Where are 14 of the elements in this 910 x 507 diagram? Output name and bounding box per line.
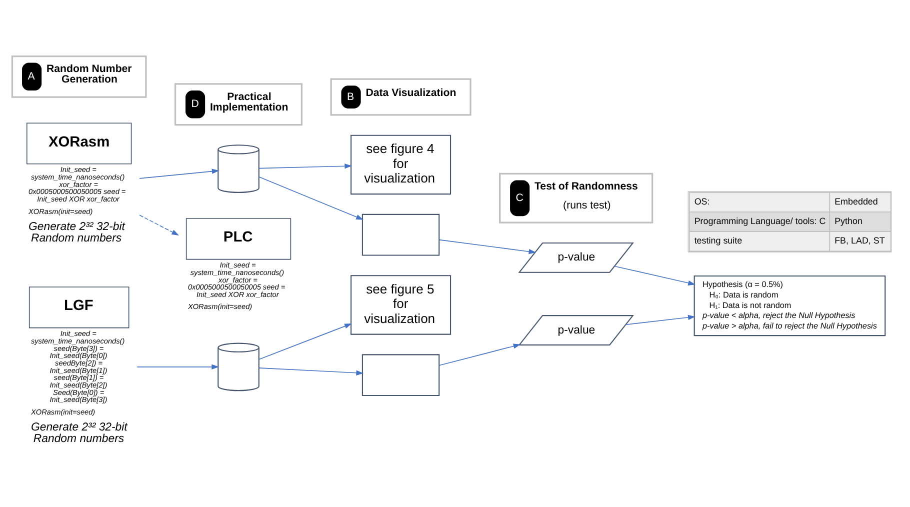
label: OS: — [694, 196, 710, 206]
node-label: XORasm(init=seed) — [28, 206, 93, 216]
label: Programming Language/ tools: C — [694, 216, 826, 226]
label: FB, LAD, ST — [834, 235, 885, 246]
node-label: Generate 2³² 32-bit Random numbers — [28, 220, 125, 244]
label: testing suite — [694, 235, 742, 246]
node-label: XORasm(init=seed) — [30, 406, 96, 416]
label: Embedded — [834, 196, 878, 206]
node-label: Generate 2³² 32-bit Random numbers — [30, 421, 128, 445]
node-label: Init_seed = system_time_nanoseconds() xor_factor = 0x0005000500050005 seed = Init_seed XOR xor_factor — [188, 260, 286, 298]
node-label: XORasm(init=seed) — [188, 302, 252, 311]
node-label: Init_seed = system_time_nanoseconds() seed(Byte[3]) = Init_seed(Byte[0]) seedByte[2]) = Init_seed(Byte[1]) seed(Byte[1]) = Init_seed(Byte[2]) Seed(Byte[0]) = Init_seed(Byte[3]) — [30, 328, 125, 404]
node-label: Init_seed = system_time_nanoseconds() xor_factor = 0x0005000500050005 seed = Init_seed XOR xor_factor — [28, 164, 126, 204]
label: Python — [834, 216, 862, 226]
